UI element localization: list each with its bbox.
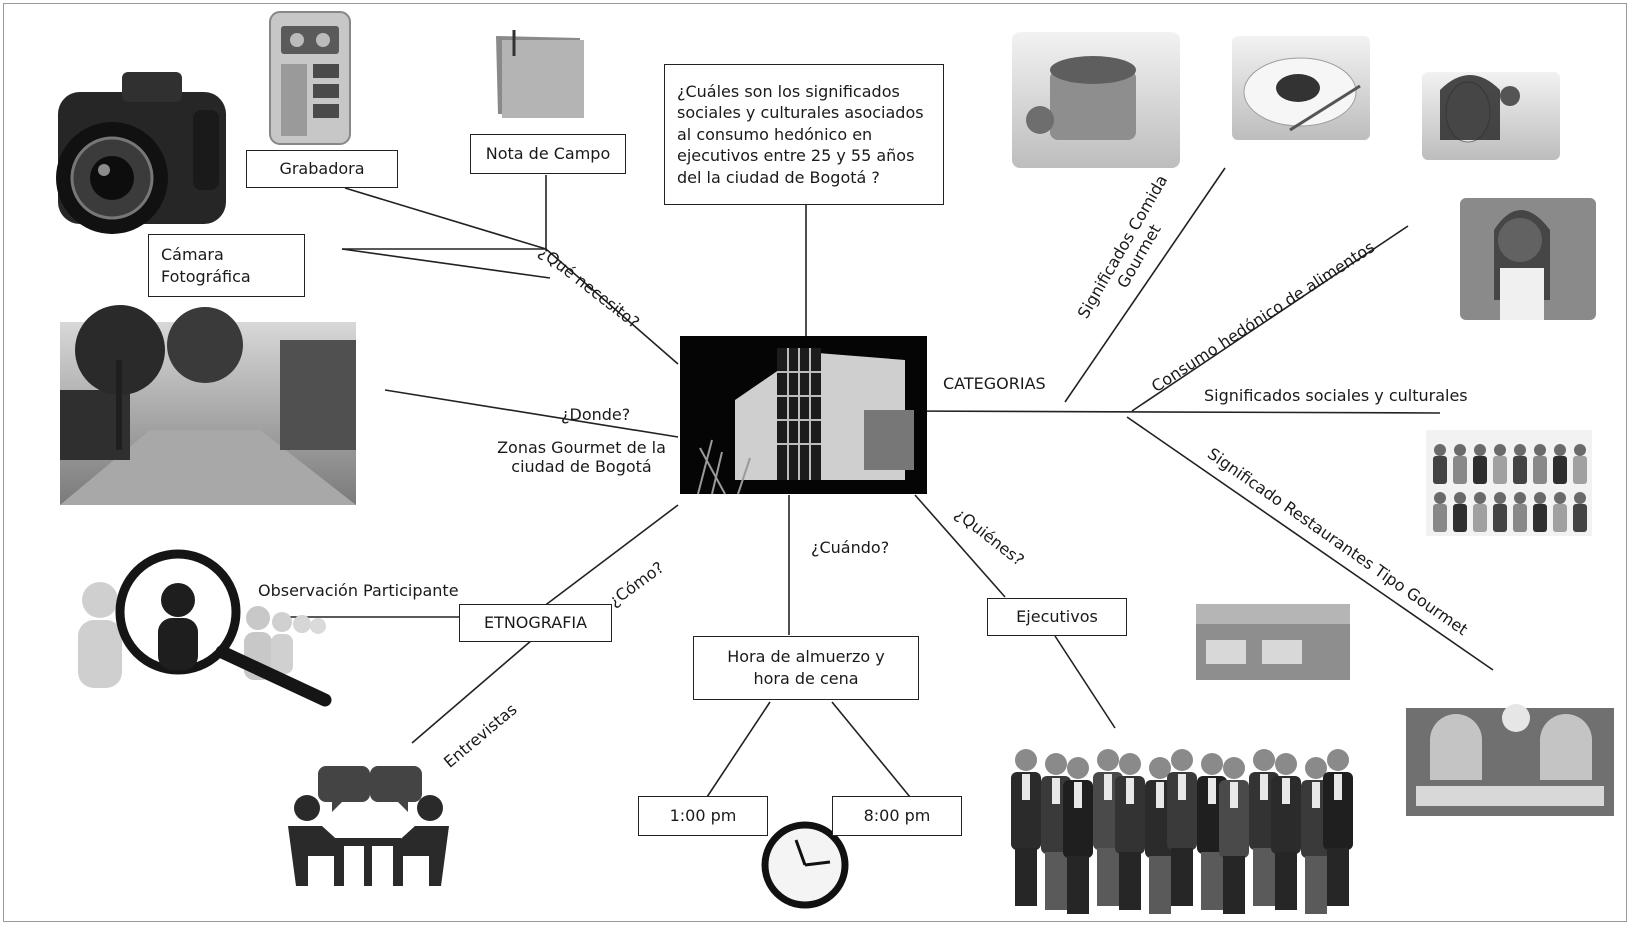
significados-sociales-label: Significados sociales y culturales [1204, 386, 1468, 405]
time-8pm-box: 8:00 pm [832, 796, 962, 836]
note-icon [496, 30, 584, 118]
plate-photo [1232, 36, 1370, 140]
connector-lines [284, 167, 1494, 798]
dessert-photo [1012, 32, 1180, 168]
camera-icon [56, 72, 226, 234]
hora-box: Hora de almuerzo y hora de cena [693, 636, 919, 700]
magnifier-people-icon [78, 549, 332, 707]
time-1pm-box: 1:00 pm [638, 796, 768, 836]
street-photo [60, 305, 356, 505]
recorder-icon [269, 11, 351, 145]
grabadora-box: Grabadora [246, 150, 398, 188]
ejecutivos-box: Ejecutivos [987, 598, 1127, 636]
observacion-participante-label: Observación Participante [258, 581, 459, 600]
research-question-box: ¿Cuáles son los significados sociales y … [664, 64, 944, 205]
clock-icon [761, 821, 849, 909]
interview-icon [288, 766, 449, 886]
categorias-label: CATEGORIAS [943, 374, 1046, 393]
restaurant-photo-2 [1406, 704, 1614, 816]
zonas-gourmet-label: Zonas Gourmet de la ciudad de Bogotá [497, 438, 666, 477]
etnografia-box: ETNOGRAFIA [459, 604, 612, 642]
cartoon-people-photo [1426, 430, 1592, 536]
donde-label: ¿Donde? [561, 405, 631, 424]
diagram-frame [3, 3, 1627, 922]
camara-fotografica-box: Cámara Fotográfica [148, 234, 305, 297]
restaurant-photo-1 [1196, 604, 1350, 680]
executives-group [1011, 749, 1353, 914]
cuando-label: ¿Cuándo? [811, 538, 890, 557]
building-photo [680, 336, 927, 495]
woman-eating-photo [1422, 72, 1560, 160]
woman-fruit-photo [1460, 198, 1596, 320]
nota-de-campo-box: Nota de Campo [470, 134, 626, 174]
